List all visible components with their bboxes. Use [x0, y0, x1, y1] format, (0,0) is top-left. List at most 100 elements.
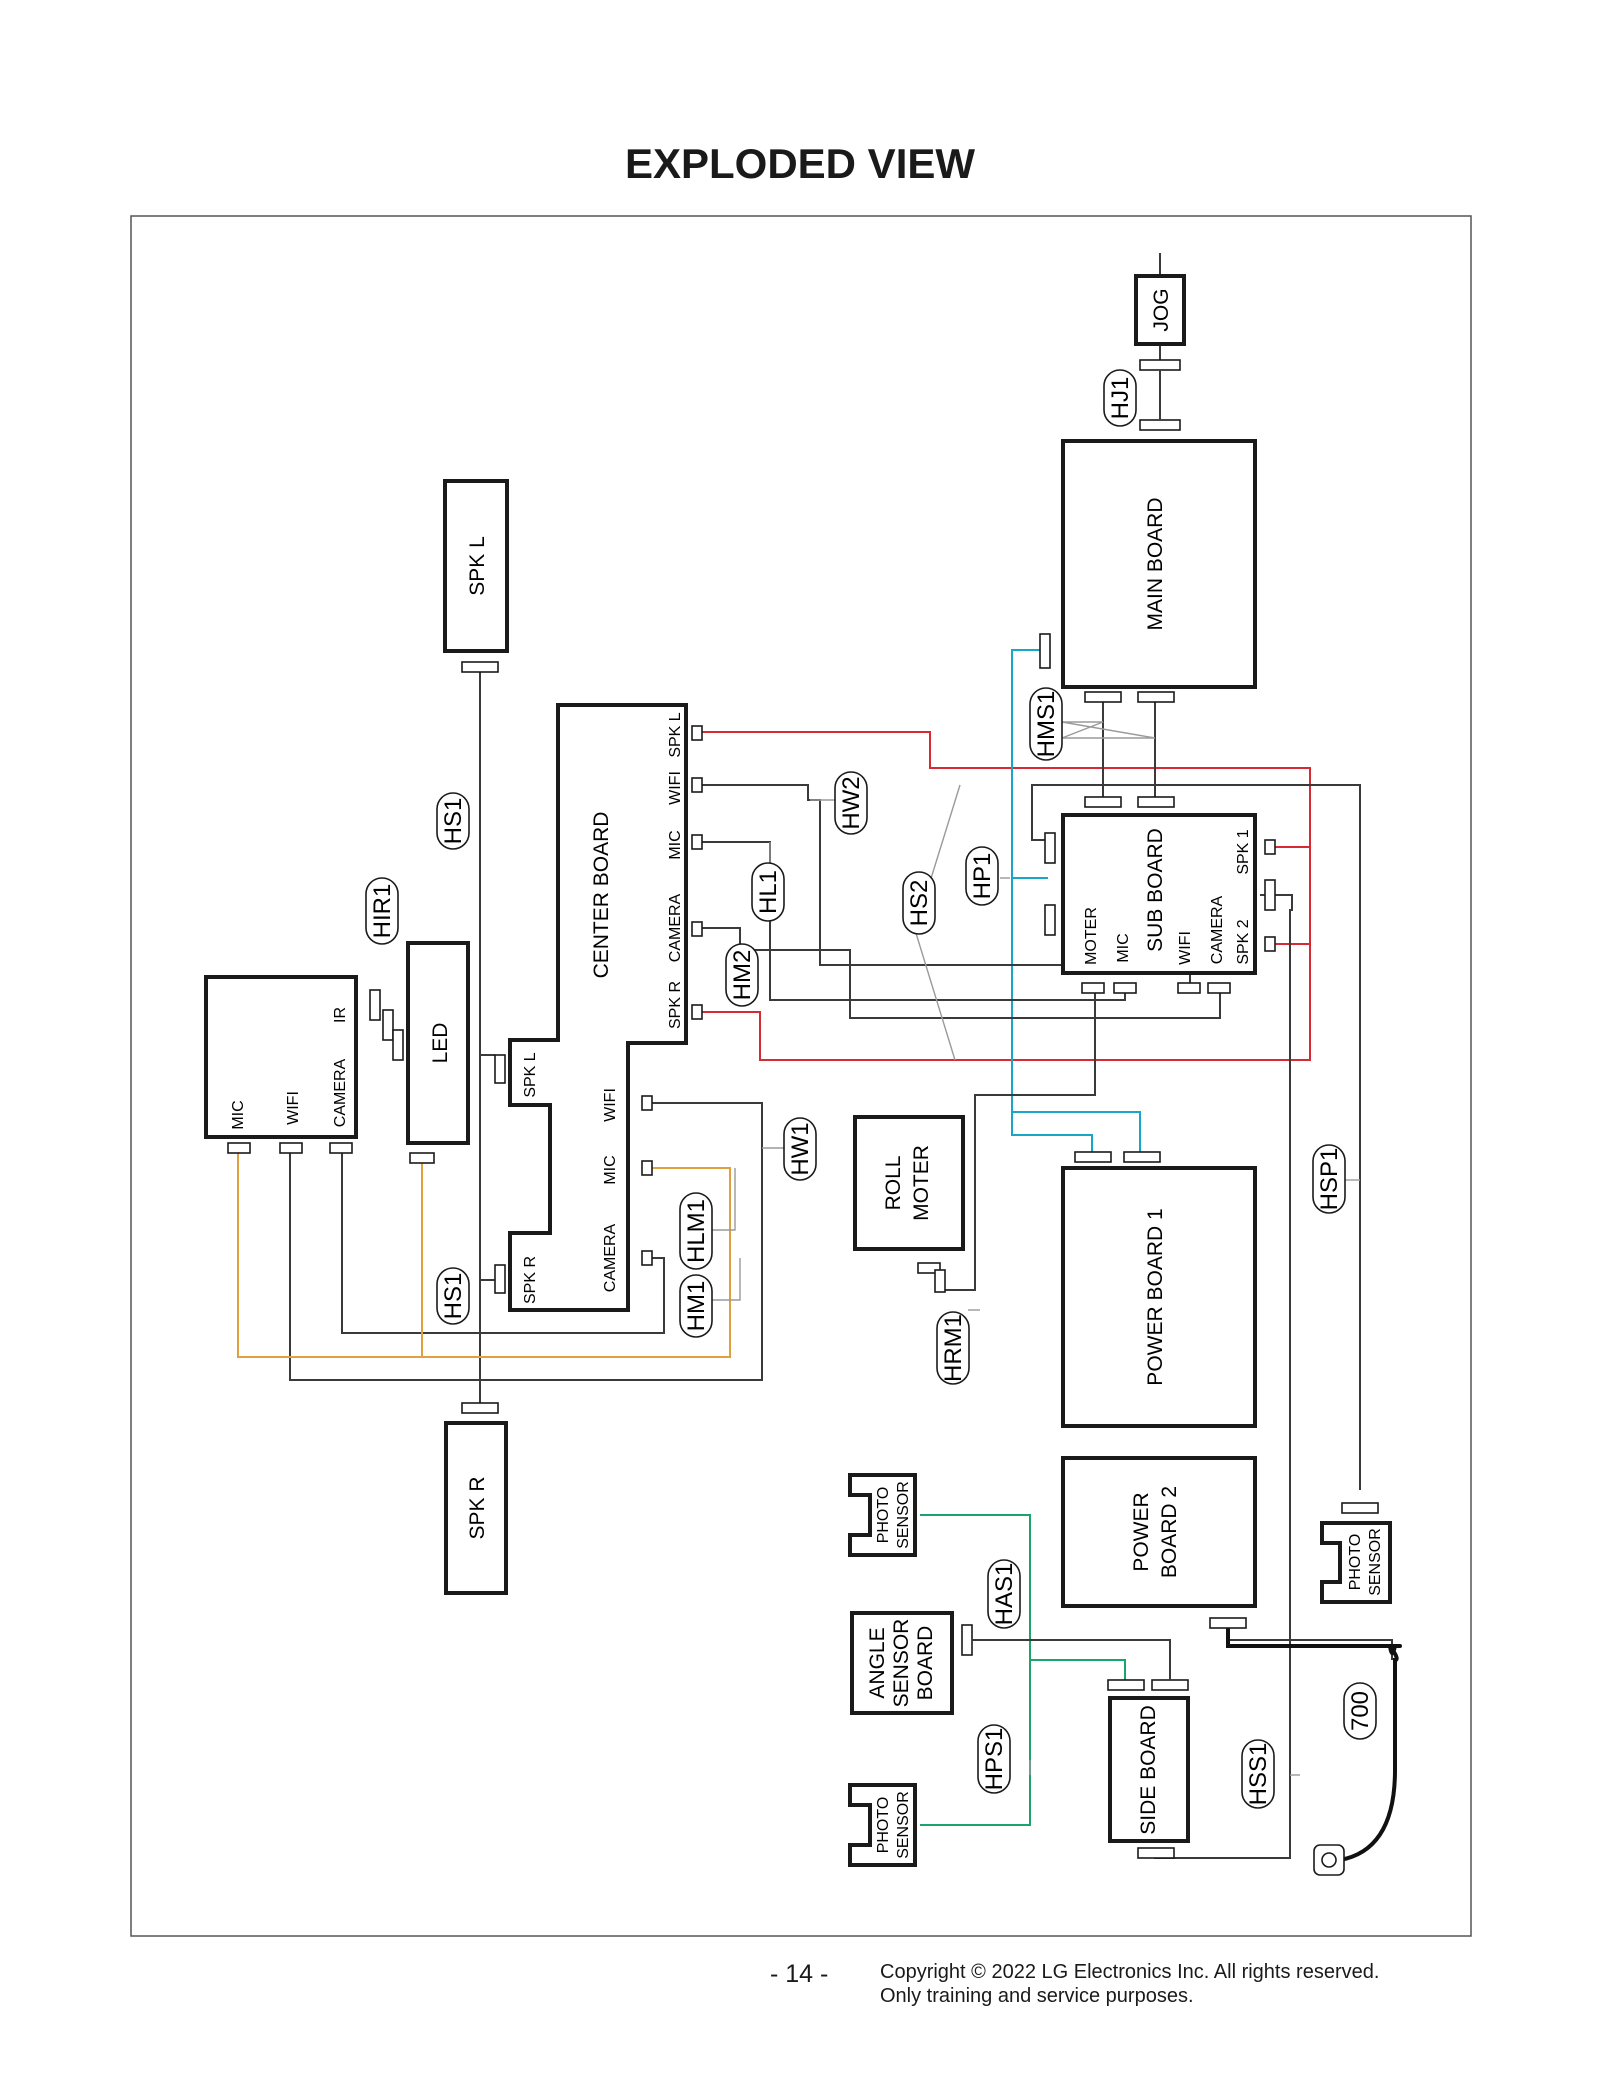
angle-sensor-label-3: BOARD — [914, 1626, 937, 1701]
tag-hm1-label: HM1 — [683, 1281, 710, 1332]
tag-hl1-label: HL1 — [755, 870, 782, 914]
main-board-box — [1061, 439, 1257, 689]
port-camera-lower: CAMERA — [602, 1223, 619, 1292]
connector — [691, 834, 703, 850]
angle-sensor-label-2: SENSOR — [890, 1619, 913, 1708]
connector — [382, 1009, 394, 1041]
photo-sensor-lower-label-1: PHOTO — [875, 1797, 892, 1854]
port-mic: MIC — [667, 830, 684, 859]
connector — [1264, 839, 1276, 855]
power-board-2-label-1: POWER — [1130, 1492, 1153, 1571]
copyright-notice: Copyright © 2022 LG Electronics Inc. All… — [880, 1960, 1379, 2008]
power-board-1-box — [1061, 1166, 1257, 1428]
tag-hw2 — [834, 771, 868, 835]
tag-hms1-label: HMS1 — [1033, 691, 1060, 758]
jog-box — [1134, 274, 1186, 346]
grey-leaders — [712, 721, 1360, 1776]
port-spk-l-lower: SPK L — [522, 1052, 539, 1097]
connector — [1137, 796, 1175, 808]
port-spk-2: SPK 2 — [1235, 919, 1252, 964]
power-board-2-label-2: BOARD 2 — [1158, 1486, 1181, 1578]
photo-sensor-right-label-1: PHOTO — [1347, 1534, 1364, 1591]
page-number: - 14 - — [770, 1960, 829, 1988]
connector — [691, 1004, 703, 1020]
tag-hps1 — [977, 1724, 1011, 1794]
tag-hir1-label: HIR1 — [369, 884, 396, 939]
connector — [461, 1402, 499, 1414]
port-spk-r-lower: SPK R — [522, 1256, 539, 1304]
cyan-wires — [1011, 649, 1141, 1152]
sub-board-box — [1061, 813, 1257, 975]
photo-sensor-upper-box — [848, 1473, 917, 1557]
port-wifi: WIFI — [1177, 931, 1194, 965]
connector — [1137, 1847, 1175, 1859]
port-mic-lower: MIC — [602, 1155, 619, 1184]
harness-tags: HJ1 HMS1 HS1 HIR1 HW2 HL1 HS2 HP1 HM2 HW… — [365, 369, 1377, 1809]
port-moter: MOTER — [1083, 907, 1100, 965]
cable-700 — [1226, 1628, 1402, 1862]
connector — [934, 1269, 946, 1293]
connector — [1044, 904, 1056, 936]
photo-sensor-lower-box — [848, 1783, 917, 1867]
tag-hms1 — [1029, 687, 1063, 761]
tag-hlm1 — [679, 1192, 713, 1270]
center-board-box — [508, 703, 688, 1312]
tag-has1-label: HAS1 — [991, 1563, 1018, 1626]
side-board-box — [1108, 1696, 1190, 1843]
connector — [279, 1142, 303, 1154]
port-wifi: WIFI — [667, 771, 684, 805]
spk-l-label: SPK L — [466, 536, 489, 596]
tag-hss1 — [1241, 1739, 1275, 1809]
page-title: EXPLODED VIEW — [624, 140, 976, 187]
tag-hm1 — [679, 1274, 713, 1338]
photo-sensor-right-box — [1320, 1521, 1392, 1604]
port-camera: CAMERA — [332, 1058, 349, 1127]
ir-mic-board-box — [204, 975, 358, 1139]
photo-sensor-upper-label-2: SENSOR — [895, 1481, 912, 1549]
connector — [1084, 691, 1122, 703]
connector — [392, 1029, 404, 1061]
plug-connector — [1313, 1844, 1345, 1876]
connector — [641, 1095, 653, 1111]
green-wires — [920, 1514, 1126, 1826]
copyright-line-1: Copyright © 2022 LG Electronics Inc. All… — [880, 1961, 1380, 1983]
roll-motor-box — [853, 1115, 965, 1251]
connector — [641, 1160, 653, 1176]
tag-hm2-label: HM2 — [729, 950, 756, 1001]
tag-hs1-lower — [436, 1267, 470, 1325]
port-mic: MIC — [230, 1100, 247, 1129]
tag-hp1-label: HP1 — [969, 853, 996, 900]
connector — [1209, 1617, 1247, 1629]
tag-hp1 — [965, 846, 999, 906]
connector — [1264, 879, 1276, 911]
tag-hl1 — [751, 862, 785, 922]
spk-r-label: SPK R — [466, 1476, 489, 1539]
center-board-label: CENTER BOARD — [590, 812, 613, 979]
tag-hps1-label: HPS1 — [981, 1728, 1008, 1791]
led-label: LED — [429, 1023, 452, 1064]
connector — [329, 1142, 353, 1154]
connector — [1264, 936, 1276, 952]
connector — [494, 1264, 506, 1294]
roll-motor-label-1: ROLL — [882, 1156, 905, 1211]
connector — [1039, 633, 1051, 669]
tag-hs1-upper-label: HS1 — [440, 798, 467, 845]
photo-sensor-right-label-2: SENSOR — [1367, 1528, 1384, 1596]
connector — [409, 1152, 435, 1164]
connector — [1044, 832, 1056, 864]
connector — [1123, 1151, 1161, 1163]
side-wire — [972, 1639, 1171, 1680]
tag-hlm1-label: HLM1 — [683, 1199, 710, 1263]
tag-hw1-label: HW1 — [787, 1122, 814, 1175]
connector — [1137, 691, 1175, 703]
port-camera: CAMERA — [667, 893, 684, 962]
main-board-label: MAIN BOARD — [1144, 497, 1167, 630]
jog-label: JOG — [1150, 288, 1173, 331]
tag-700 — [1343, 1682, 1377, 1740]
connector — [369, 989, 381, 1021]
tag-hj1 — [1103, 369, 1137, 427]
port-spk-1: SPK 1 — [1235, 829, 1252, 874]
tag-hrm1-label: HRM1 — [940, 1314, 967, 1382]
connector — [1139, 419, 1181, 431]
roll-motor-label-2: MOTER — [910, 1145, 933, 1221]
